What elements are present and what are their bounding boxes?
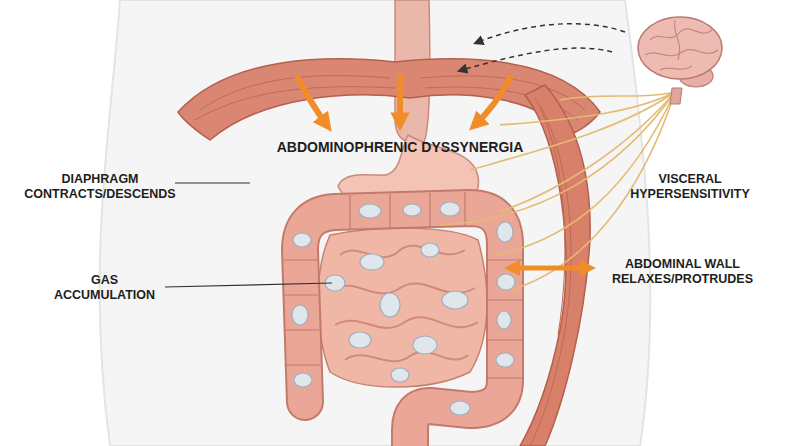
gas-bubble	[293, 233, 311, 247]
dashed-signal-arrows	[462, 24, 625, 70]
colon	[300, 208, 505, 446]
signal-arrow	[478, 24, 625, 42]
gas-bubble	[442, 291, 468, 309]
gyrus	[675, 20, 680, 60]
orange-arrow	[397, 76, 403, 122]
nerve	[495, 92, 675, 255]
brainstem	[670, 88, 682, 104]
gas-bubble	[359, 204, 381, 218]
gyrus	[650, 29, 712, 40]
gas-bubble	[496, 353, 514, 367]
gyrus	[645, 50, 718, 56]
gas-bubble	[380, 293, 400, 317]
gas-bubble	[349, 332, 371, 348]
gas-bubble	[497, 311, 511, 329]
striation	[195, 87, 395, 120]
cerebrum	[638, 17, 722, 79]
loop	[335, 317, 478, 328]
protrusion-arrow	[512, 266, 588, 271]
gas-bubble	[440, 202, 460, 216]
gas-bubble	[497, 274, 515, 290]
haustra	[488, 260, 522, 378]
nerve	[440, 92, 675, 225]
colon-outline	[300, 208, 505, 446]
loop	[340, 246, 465, 257]
brain	[638, 17, 722, 104]
brain-gyri	[645, 20, 718, 70]
callout-label: VISCERAL HYPERSENSITIVITY	[605, 172, 775, 202]
gyrus	[660, 66, 692, 70]
gas-bubbles	[292, 202, 515, 415]
gas-bubble	[413, 336, 437, 354]
gas-bubble	[360, 254, 384, 270]
intestine-loops	[335, 246, 478, 362]
gas-bubble	[294, 373, 312, 387]
callout-label: GAS ACCUMULATION	[42, 273, 167, 303]
orange-arrow	[476, 78, 510, 124]
striation	[535, 98, 565, 335]
orange-arrow	[298, 78, 326, 124]
loop	[345, 352, 468, 361]
callout-label: DIAPHRAGM CONTRACTS/DESCENDS	[10, 172, 190, 202]
callout-label: ABDOMINOPHRENIC DYSSYNERGIA	[240, 139, 560, 156]
gas-bubble	[403, 204, 421, 216]
gas-bubble	[497, 222, 513, 242]
gas-bubble	[292, 305, 308, 325]
leader-lines	[165, 183, 332, 287]
leader-line	[175, 182, 250, 183]
torso-silhouette	[100, 0, 651, 446]
haustra	[284, 260, 320, 365]
leader-line	[165, 283, 332, 287]
callout-label: ABDOMINAL WALL RELAXES/PROTRUDES	[595, 257, 770, 287]
small-intestine	[318, 228, 487, 387]
gas-bubble	[421, 243, 439, 257]
gas-bubble	[450, 401, 470, 415]
signal-arrow	[462, 48, 612, 70]
gas-bubble	[391, 368, 409, 382]
haustra	[350, 192, 465, 229]
descent-arrows	[298, 76, 510, 124]
